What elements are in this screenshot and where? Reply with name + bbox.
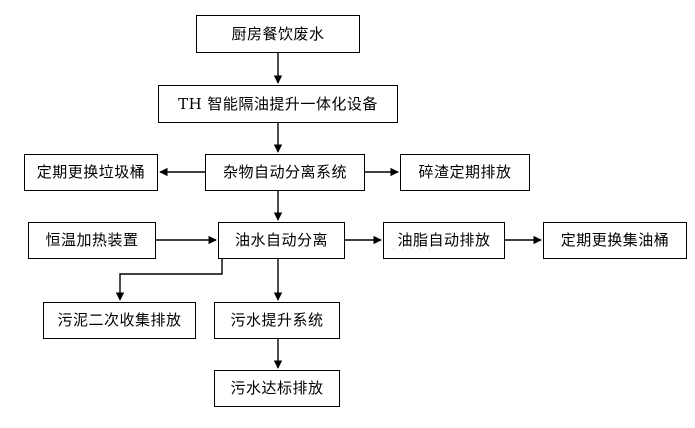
node-label: 碎渣定期排放: [418, 163, 512, 181]
node-label: 油水自动分离: [234, 231, 328, 249]
node-label: 油脂自动排放: [397, 231, 491, 249]
node-scheduled-residue-discharge[interactable]: 碎渣定期排放: [400, 154, 530, 191]
node-label: TH 智能隔油提升一体化设备: [178, 94, 378, 113]
node-periodic-oil-drum-replacement[interactable]: 定期更换集油桶: [543, 222, 687, 259]
node-label: 污水达标排放: [230, 379, 324, 397]
node-kitchen-wastewater[interactable]: 厨房餐饮废水: [196, 15, 360, 53]
node-label: 厨房餐饮废水: [231, 24, 325, 43]
node-compliant-sewage-discharge[interactable]: 污水达标排放: [214, 370, 340, 407]
node-label: 定期更换垃圾桶: [36, 163, 146, 181]
node-constant-temperature-heating-device[interactable]: 恒温加热装置: [28, 222, 156, 259]
node-th-integrated-equipment[interactable]: TH 智能隔油提升一体化设备: [158, 85, 398, 123]
node-label: 污水提升系统: [230, 311, 324, 329]
connector-n6-n10: [115, 259, 223, 301]
node-label: 污泥二次收集排放: [57, 311, 182, 329]
node-periodic-trash-bin-replacement[interactable]: 定期更换垃圾桶: [24, 154, 158, 191]
node-label: 定期更换集油桶: [560, 231, 670, 249]
node-label: 恒温加热装置: [45, 231, 139, 249]
node-sludge-secondary-collection-discharge[interactable]: 污泥二次收集排放: [43, 302, 196, 339]
node-oil-water-auto-separation[interactable]: 油水自动分离: [218, 222, 345, 259]
dotted-artifact: · · · · ·: [392, 245, 433, 254]
node-label: 杂物自动分离系统: [222, 163, 347, 181]
node-sewage-lifting-system[interactable]: 污水提升系统: [214, 302, 340, 339]
node-grease-auto-discharge[interactable]: 油脂自动排放 · · · · ·: [383, 222, 505, 259]
node-debris-auto-separation-system[interactable]: 杂物自动分离系统: [205, 154, 365, 191]
